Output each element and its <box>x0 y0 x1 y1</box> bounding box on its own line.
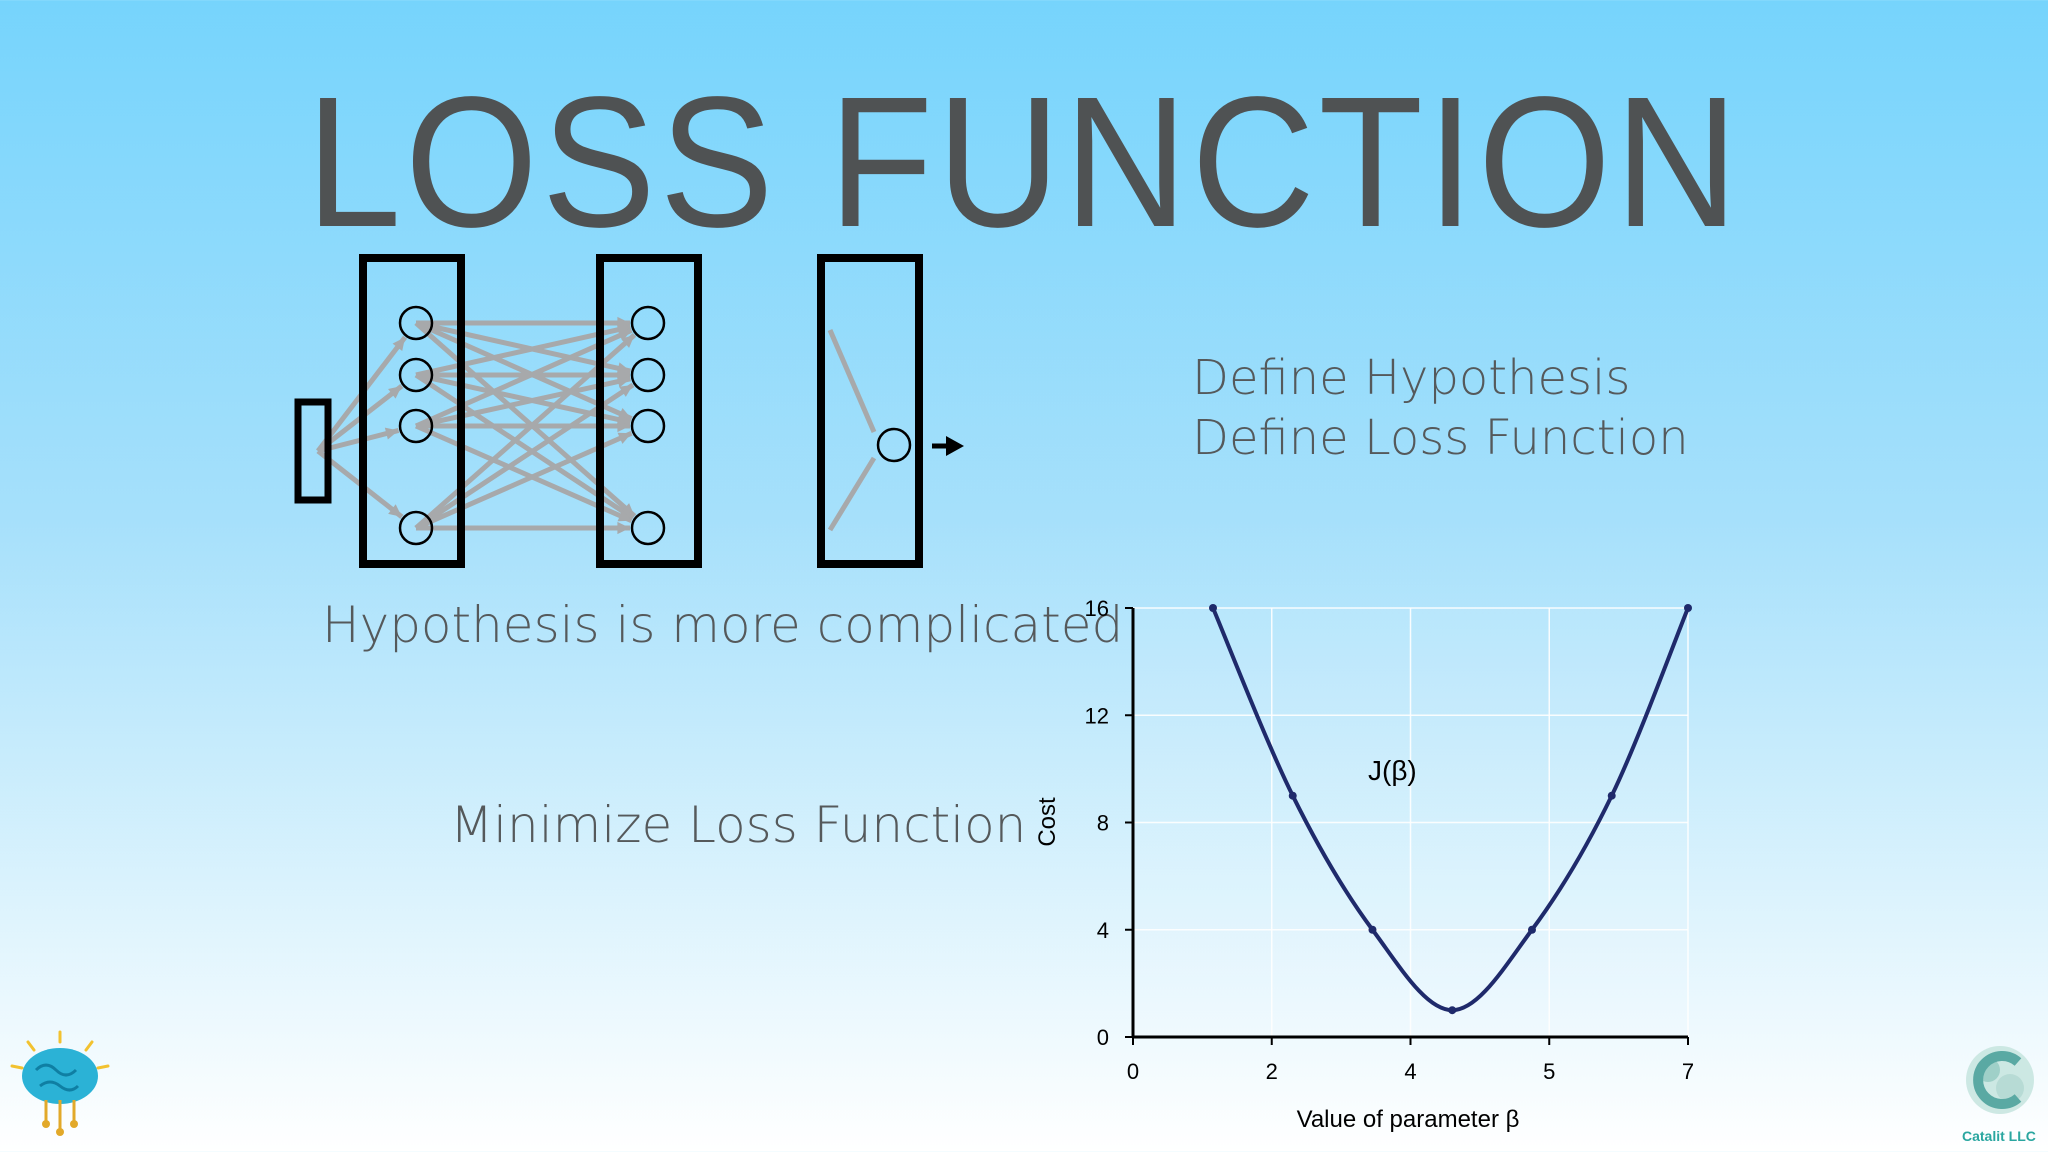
y-axis-label: Cost <box>1034 797 1061 847</box>
y-tick-label: 4 <box>1097 918 1109 943</box>
data-point <box>1288 791 1297 800</box>
x-tick-label: 0 <box>1127 1059 1139 1084</box>
x-tick-label: 4 <box>1404 1059 1416 1084</box>
data-point <box>1607 791 1616 800</box>
series-label: J(β) <box>1368 755 1417 786</box>
x-tick-label: 7 <box>1682 1059 1694 1084</box>
catalit-logo-icon <box>1966 1046 2034 1114</box>
minimize-loss-text: Minimize Loss Function <box>450 796 1027 854</box>
x-axis-label: Value of parameter β <box>1297 1106 1520 1133</box>
define-hypothesis-text: Define Hypothesis <box>1192 350 1631 406</box>
cost-curve-points <box>1209 604 1692 1015</box>
y-tick-label: 12 <box>1085 703 1109 728</box>
y-tick-label: 8 <box>1097 811 1109 836</box>
data-point <box>1527 925 1536 934</box>
data-point <box>1684 604 1692 612</box>
x-tick-label: 5 <box>1543 1059 1555 1084</box>
data-point <box>1368 925 1377 934</box>
x-tick-label: 2 <box>1266 1059 1278 1084</box>
chart-grid <box>1133 607 1689 1037</box>
chart-ticks: 0 4 8 12 16 0 2 4 5 7 <box>1085 596 1695 1084</box>
hypothesis-note-text: Hypothesis is more complicated <box>322 596 1124 654</box>
brain-logo-icon <box>10 1030 110 1136</box>
define-loss-function-text: Define Loss Function <box>1192 410 1689 466</box>
company-name: Catalit LLC <box>1962 1128 2036 1144</box>
y-tick-label: 0 <box>1097 1025 1109 1050</box>
data-point <box>1209 604 1217 612</box>
slide-title: LOSS FUNCTION <box>306 59 1742 266</box>
y-tick-label: 16 <box>1085 596 1109 621</box>
data-point <box>1448 1006 1457 1015</box>
